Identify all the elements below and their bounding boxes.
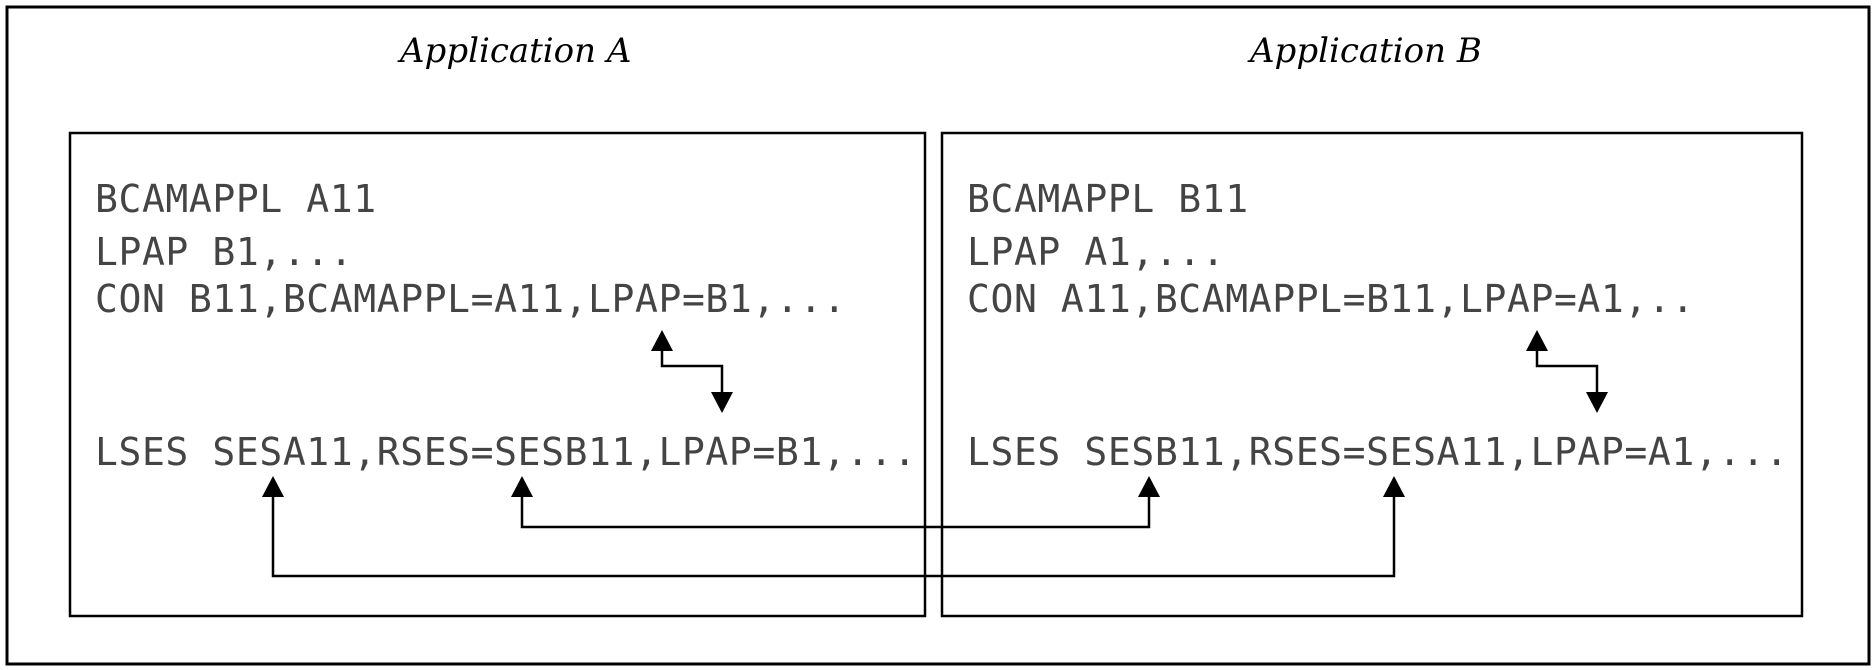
sesa11-arrowhead-a <box>262 476 284 497</box>
sesb11-cross-link <box>511 476 1160 529</box>
application-a-lpap-down-arrowhead <box>711 392 733 413</box>
sesb11-arrowhead-b <box>1138 476 1160 497</box>
sesa11-arrowhead-b <box>1383 476 1405 497</box>
application-a-title: Application A <box>397 31 631 71</box>
application-a-line-lpap: LPAP B1,... <box>95 230 353 274</box>
application-b-lpap-link <box>1526 330 1608 413</box>
application-a-line-con: CON B11,BCAMAPPL=A11,LPAP=B1,... <box>95 277 846 321</box>
application-a-line-bcamappl: BCAMAPPL A11 <box>95 177 377 221</box>
application-b-line-con: CON A11,BCAMAPPL=B11,LPAP=A1,.. <box>967 277 1695 321</box>
application-a-lpap-link <box>651 330 733 413</box>
application-b-lpap-down-arrowhead <box>1586 392 1608 413</box>
application-b-lpap-up-arrowhead <box>1526 330 1548 351</box>
outer-frame <box>5 5 1871 666</box>
sesb11-arrowhead-a <box>511 476 533 497</box>
application-b-line-lpap: LPAP A1,... <box>967 230 1225 274</box>
application-b-line-bcamappl: BCAMAPPL B11 <box>967 177 1249 221</box>
application-b-line-lses: LSES SESB11,RSES=SESA11,LPAP=A1,... <box>967 430 1789 474</box>
application-b-panel <box>940 131 1804 618</box>
application-b-title: Application B <box>1247 31 1482 71</box>
application-a-panel <box>68 131 927 618</box>
application-a-line-lses: LSES SESA11,RSES=SESB11,LPAP=B1,... <box>95 430 917 474</box>
sesa11-cross-link <box>262 476 1405 578</box>
application-a-lpap-up-arrowhead <box>651 330 673 351</box>
